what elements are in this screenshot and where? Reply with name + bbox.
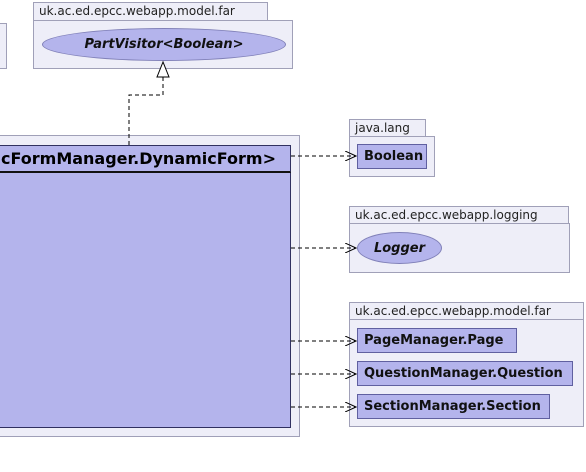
class-label: SectionManager.Section	[364, 399, 541, 414]
class-page[interactable]: PageManager.Page	[357, 328, 517, 353]
class-label: PageManager.Page	[364, 333, 504, 348]
left-package-fragment	[0, 23, 7, 69]
package-tab-logging: uk.ac.ed.epcc.webapp.logging	[349, 206, 569, 224]
interface-logger[interactable]: Logger	[357, 232, 442, 264]
realization-arrowhead	[156, 60, 170, 78]
class-label: QuestionManager.Question	[364, 366, 563, 381]
package-name: uk.ac.ed.epcc.webapp.model.far	[355, 304, 551, 318]
package-tab-model-far: uk.ac.ed.epcc.webapp.model.far	[349, 302, 584, 320]
interface-label: PartVisitor<Boolean>	[84, 37, 244, 52]
class-section[interactable]: SectionManager.Section	[357, 394, 550, 419]
main-class-header[interactable]: micFormManager.DynamicForm>	[0, 145, 291, 173]
realization-line	[128, 76, 164, 145]
package-tab-interface: uk.ac.ed.epcc.webapp.model.far	[33, 2, 268, 21]
package-tab-java-lang: java.lang	[349, 119, 426, 137]
class-question[interactable]: QuestionManager.Question	[357, 361, 573, 386]
main-class-body	[0, 173, 291, 428]
class-label: Boolean	[364, 149, 424, 164]
package-logging	[349, 223, 570, 273]
package-name: uk.ac.ed.epcc.webapp.model.far	[39, 4, 235, 18]
package-name: uk.ac.ed.epcc.webapp.logging	[355, 208, 538, 222]
class-boolean[interactable]: Boolean	[357, 144, 427, 169]
main-class-name: micFormManager.DynamicForm>	[0, 149, 276, 168]
package-name: java.lang	[355, 121, 410, 135]
interface-label: Logger	[373, 240, 426, 256]
interface-partvisitor[interactable]: PartVisitor<Boolean>	[42, 28, 286, 61]
